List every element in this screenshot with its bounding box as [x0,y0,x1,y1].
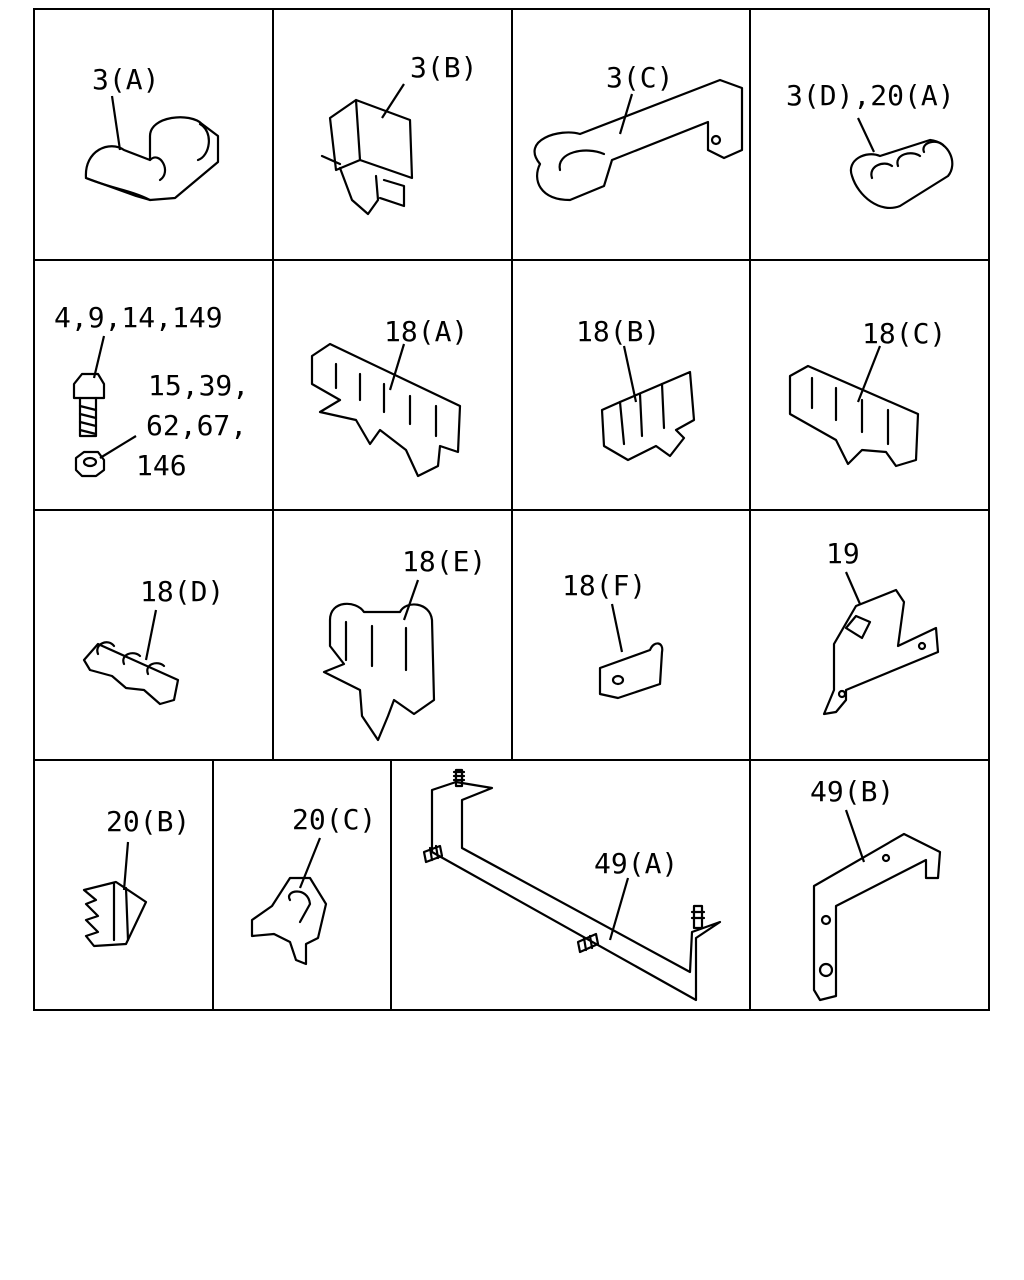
clip-18c-ribs [810,376,890,446]
clip-18d-loops [96,641,166,676]
bracket-19-hole2 [837,689,847,699]
leader-3b [381,83,405,119]
bracket-19-body [822,588,940,716]
label-19: 19 [826,537,860,570]
clip-18b-body [600,370,696,462]
clip-3d-body [849,138,954,209]
label-3c: 3(C) [606,61,674,94]
clip-20b-ribs [112,882,130,942]
leader-3d [857,117,875,153]
leader-18f [610,603,624,653]
bracket-3c-body [533,78,744,202]
part-18b-drawing [600,345,696,462]
clip-18b-ribs [618,382,666,446]
bracket-49b-hole-flange [881,853,891,863]
clamp-3a-edge [84,176,152,202]
label-bolt-numbers: 4,9,14,149 [54,301,223,334]
clip-18a-ribs [334,362,438,438]
bracket-3c-hook [558,149,606,172]
part-49b-drawing [812,809,942,1002]
label-18c: 18(C) [862,317,947,350]
label-18b: 18(B) [576,315,661,348]
label-18a: 18(A) [384,315,469,348]
leader-bolt [92,335,106,379]
bracket-49b-hole-bottom [818,962,834,978]
label-20c: 20(C) [292,803,377,836]
leader-19 [844,571,862,605]
clip-20b-body [82,880,148,948]
clip-20c-loop [287,890,312,924]
leader-18e [402,579,420,621]
part-18c-drawing [788,345,920,468]
part-20c-drawing [250,837,328,966]
clamp-3a-body [84,116,220,202]
part-3d-drawing [849,117,954,209]
bracket-49a-stud-right [690,904,706,930]
nut-body [74,450,106,478]
leader-18d [144,609,158,661]
clip-20c-body [250,876,328,966]
grid-lines [33,8,990,1011]
clip-18a-body [310,342,462,478]
part-18e-drawing [322,579,436,742]
leader-nut [99,435,137,459]
part-3b-drawing [320,83,414,216]
clip-18e-ribs [344,620,408,672]
part-3a-drawing [84,95,220,202]
bracket-49b-hole-top [820,914,832,926]
clip-18c-body [788,364,920,468]
label-18f: 18(F) [562,569,647,602]
bracket-49a-stud-top [452,768,466,788]
clip-3b-tabs [320,154,406,208]
label-49b: 49(B) [810,775,895,808]
leader-20b [122,841,130,891]
bracket-3c-hole [710,134,722,146]
bolt-thread [78,404,98,436]
label-bolt-numbers-4: 146 [136,449,187,482]
label-49a: 49(A) [594,847,679,880]
part-19-drawing [822,571,940,716]
part-18f-drawing [598,603,664,700]
clip-18f-body [598,642,664,700]
part-bolt-nut-drawing [72,335,137,478]
bracket-49b-body [812,832,942,1002]
clip-3d-loops [870,140,946,180]
clip-3b-stem [338,166,380,216]
clip-18f-hole [611,674,625,686]
label-18e: 18(E) [402,545,487,578]
part-49a-drawing [422,768,722,1002]
part-18d-drawing [82,609,180,706]
bracket-49a-stud-mid [576,932,600,954]
label-bolt-numbers-3: 62,67, [146,409,248,442]
leader-3c [618,93,634,135]
bracket-49a-stud-left [422,844,444,864]
label-3a: 3(A) [92,63,160,96]
leader-3a [110,95,122,151]
label-3d-20a: 3(D),20(A) [786,79,955,112]
clamp-3a-loop2 [196,122,210,162]
part-3c-drawing [533,78,744,202]
label-18d: 18(D) [140,575,225,608]
clip-18d-body [82,642,180,706]
bracket-19-hole [917,641,927,651]
clip-3b-body [328,98,414,180]
bolt-head [72,372,106,400]
part-18a-drawing [310,342,462,478]
leader-49b [844,809,866,863]
clamp-3a-loop [148,156,167,182]
leader-18a [388,343,406,391]
nut-hole [82,456,98,468]
label-bolt-numbers-2: 15,39, [148,369,250,402]
label-3b: 3(B) [410,51,478,84]
bracket-49a-body [430,780,722,1002]
bracket-19-nut [844,614,872,640]
leader-18b [622,345,638,403]
part-20b-drawing [82,841,148,948]
leader-20c [298,837,322,889]
leader-18c [856,345,882,403]
label-20b: 20(B) [106,805,191,838]
clip-18e-body [322,602,436,742]
